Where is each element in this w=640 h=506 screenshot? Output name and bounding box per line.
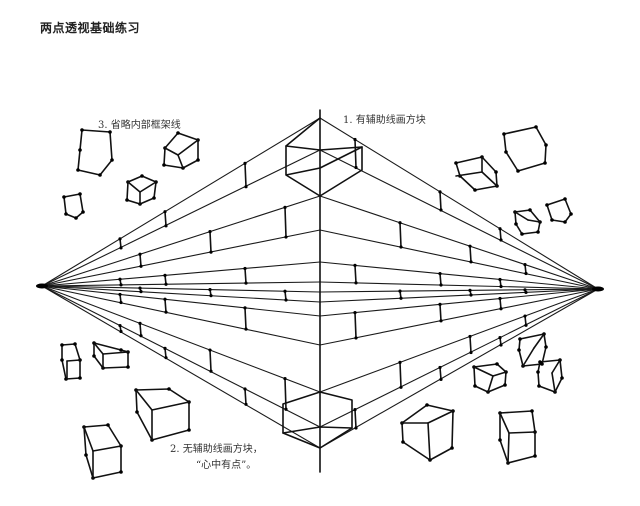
cube-br-3 [536,358,564,394]
page-title: 两点透视基础练习 [40,21,141,35]
cube-br-1 [472,362,508,394]
step1-caption: 1. 有辅助线画方块 [343,115,426,126]
cube-right-small [545,197,573,224]
cube-br-5 [498,409,537,465]
cube-bl-1 [60,342,82,381]
step3-caption: 3. 省略内部框架线 [98,120,181,131]
left-vanishing-point [36,283,48,289]
cube-right-upper [454,155,499,192]
cube-br-2 [517,332,548,368]
freehand-cubes [60,125,573,480]
right-vanishing-point [592,286,604,292]
cube-br-4 [400,403,455,462]
cube-right-top [502,125,548,173]
cube-bl-2 [92,341,130,370]
vanishing-points [36,283,604,292]
cube-left-upper [162,131,200,170]
cube-top-left-outline [76,128,114,177]
cube-left-mid [125,174,158,206]
cube-bl-4 [82,423,123,480]
cube-bl-3 [134,387,191,442]
step2-caption-line1: 2. 无辅助线画方块， [170,444,263,455]
step2-caption-line2: “心中有点”。 [196,460,257,471]
cube-top-left-small [62,192,85,220]
perspective-guide-rays [41,117,599,449]
cube-right-mid [513,208,542,236]
